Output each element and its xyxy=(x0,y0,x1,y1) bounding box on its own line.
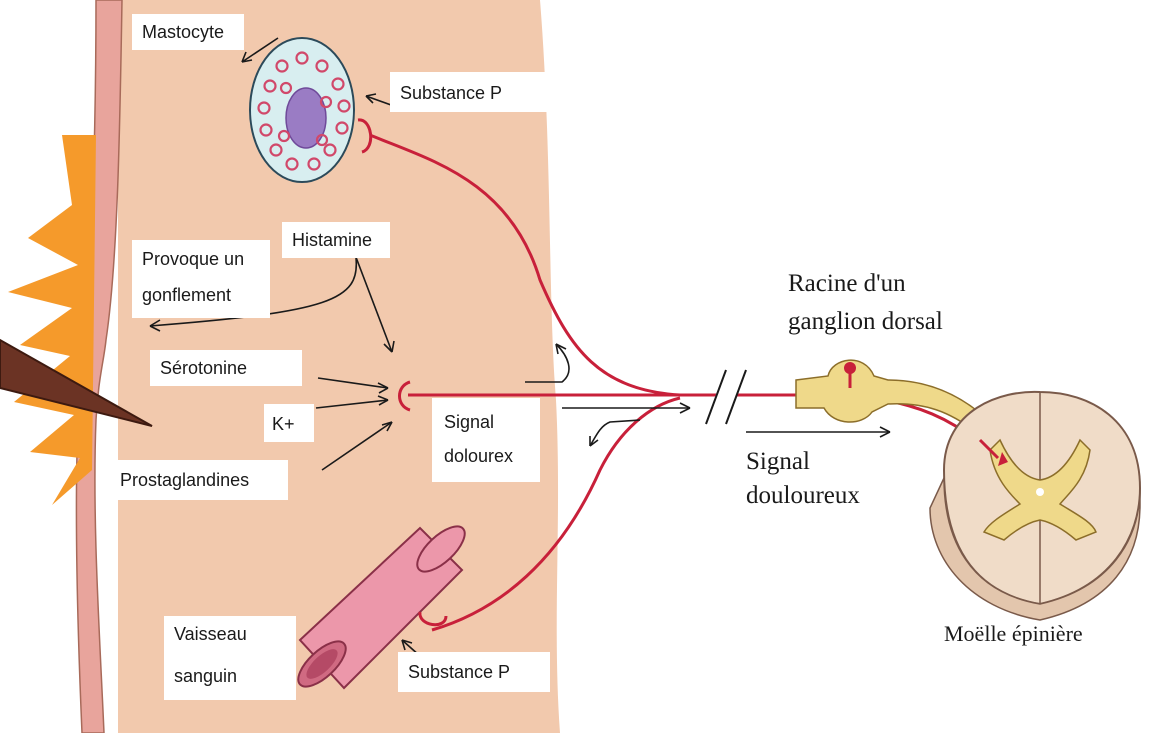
label-signal-right-line2: douloureux xyxy=(746,482,860,509)
label-racine-line2: ganglion dorsal xyxy=(788,308,943,335)
label-substance-p-top: Substance P xyxy=(400,83,502,103)
label-moelle: Moëlle épinière xyxy=(944,621,1083,646)
spinal-cord-section xyxy=(930,392,1140,620)
label-prostaglandines: Prostaglandines xyxy=(120,470,249,490)
label-vaisseau-line2: sanguin xyxy=(174,666,237,686)
label-signal-right-line1: Signal xyxy=(746,448,810,475)
label-histamine: Histamine xyxy=(292,230,372,250)
label-substance-p-bottom: Substance P xyxy=(408,662,510,682)
label-serotonine: Sérotonine xyxy=(160,358,247,378)
label-provoque-line2: gonflement xyxy=(142,285,231,305)
injury-burst xyxy=(8,135,96,505)
label-racine-line1: Racine d'un xyxy=(788,270,906,297)
label-signal-skin-line1: Signal xyxy=(444,412,494,432)
mast-cell xyxy=(250,38,354,182)
label-k-plus: K+ xyxy=(272,414,295,434)
dorsal-root-ganglion xyxy=(796,360,988,432)
label-signal-skin-line2: dolourex xyxy=(444,446,513,466)
label-vaisseau-line1: Vaisseau xyxy=(174,624,247,644)
mastocyte-nucleus xyxy=(286,88,326,148)
label-provoque-line1: Provoque un xyxy=(142,249,244,269)
label-mastocyte: Mastocyte xyxy=(142,22,224,42)
